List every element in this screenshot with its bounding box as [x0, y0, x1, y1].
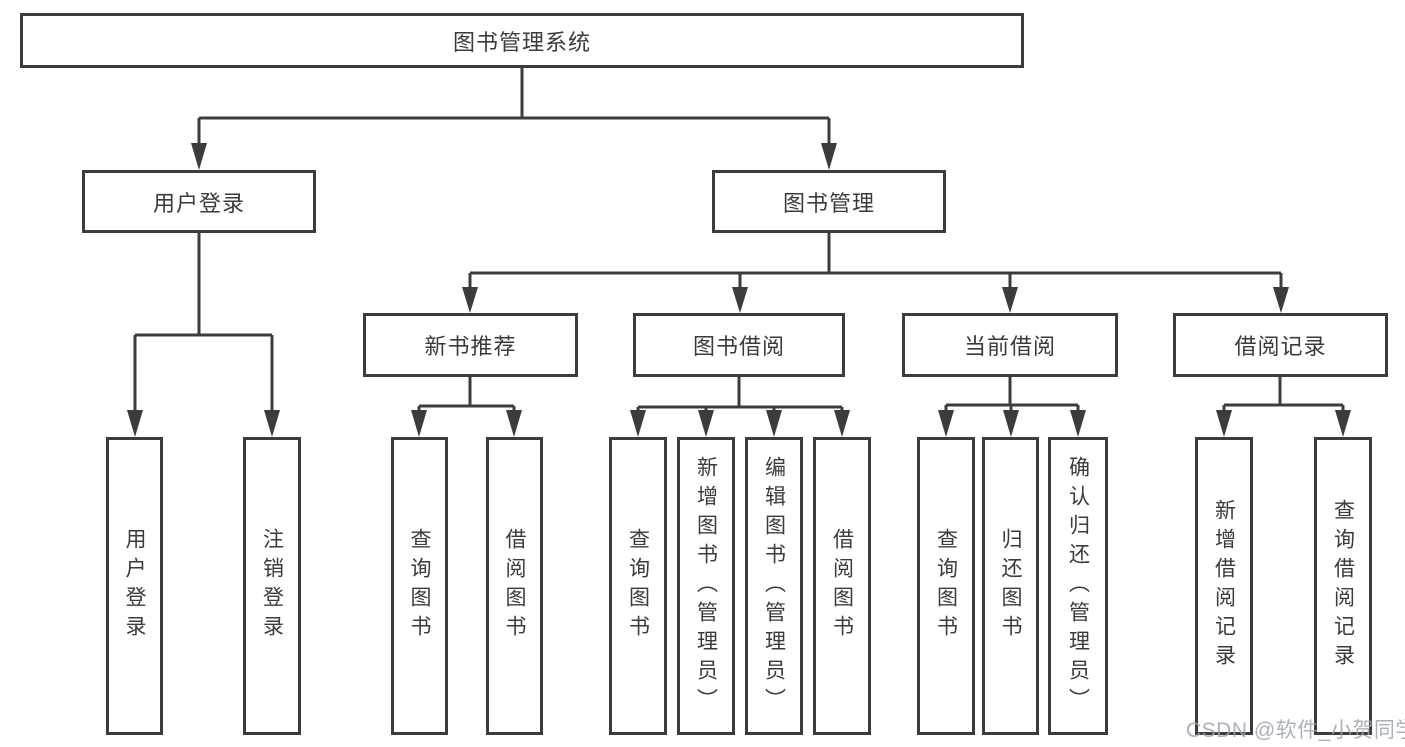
leaf-bb-borrow-books: 借阅图书 — [813, 437, 871, 735]
connector-borrow-records-to-leaves — [1216, 377, 1351, 437]
leaf-br-query-borrow-record: 查询借阅记录 — [1314, 437, 1372, 735]
node-borrow-records: 借阅记录 — [1173, 313, 1388, 377]
connector-user-login-to-leaves — [127, 233, 280, 437]
node-book-management: 图书管理 — [712, 170, 946, 233]
leaf-bb-query-books: 查询图书 — [609, 437, 667, 735]
node-root: 图书管理系统 — [20, 13, 1024, 68]
leaf-nb-query-books: 查询图书 — [391, 437, 448, 735]
connector-root-to-level2 — [191, 68, 837, 170]
connector-book-borrow-to-leaves — [630, 377, 850, 437]
leaf-bb-add-books-admin: 新增图书（管理员） — [677, 437, 735, 735]
connector-current-borrow-to-leaves — [938, 377, 1086, 437]
leaf-cb-query-books: 查询图书 — [917, 437, 975, 735]
connector-new-book-recommend-to-leaves — [411, 377, 522, 437]
watermark: CSDN @软件_小贺同学 — [1186, 719, 1405, 742]
connector-book-management-to-level3 — [462, 233, 1289, 313]
leaf-nb-borrow-books: 借阅图书 — [486, 437, 543, 735]
leaf-user-login: 用户登录 — [106, 437, 163, 735]
node-new-book-recommend: 新书推荐 — [363, 313, 578, 377]
leaf-cb-return-books: 归还图书 — [982, 437, 1039, 735]
leaf-bb-edit-books-admin: 编辑图书（管理员） — [745, 437, 803, 735]
node-current-borrow: 当前借阅 — [902, 313, 1118, 377]
leaf-cb-confirm-return-admin: 确认归还（管理员） — [1048, 437, 1108, 735]
node-book-borrow: 图书借阅 — [633, 313, 845, 377]
node-user-login: 用户登录 — [82, 170, 316, 233]
leaf-logout: 注销登录 — [243, 437, 301, 735]
leaf-br-add-borrow-record: 新增借阅记录 — [1195, 437, 1253, 735]
